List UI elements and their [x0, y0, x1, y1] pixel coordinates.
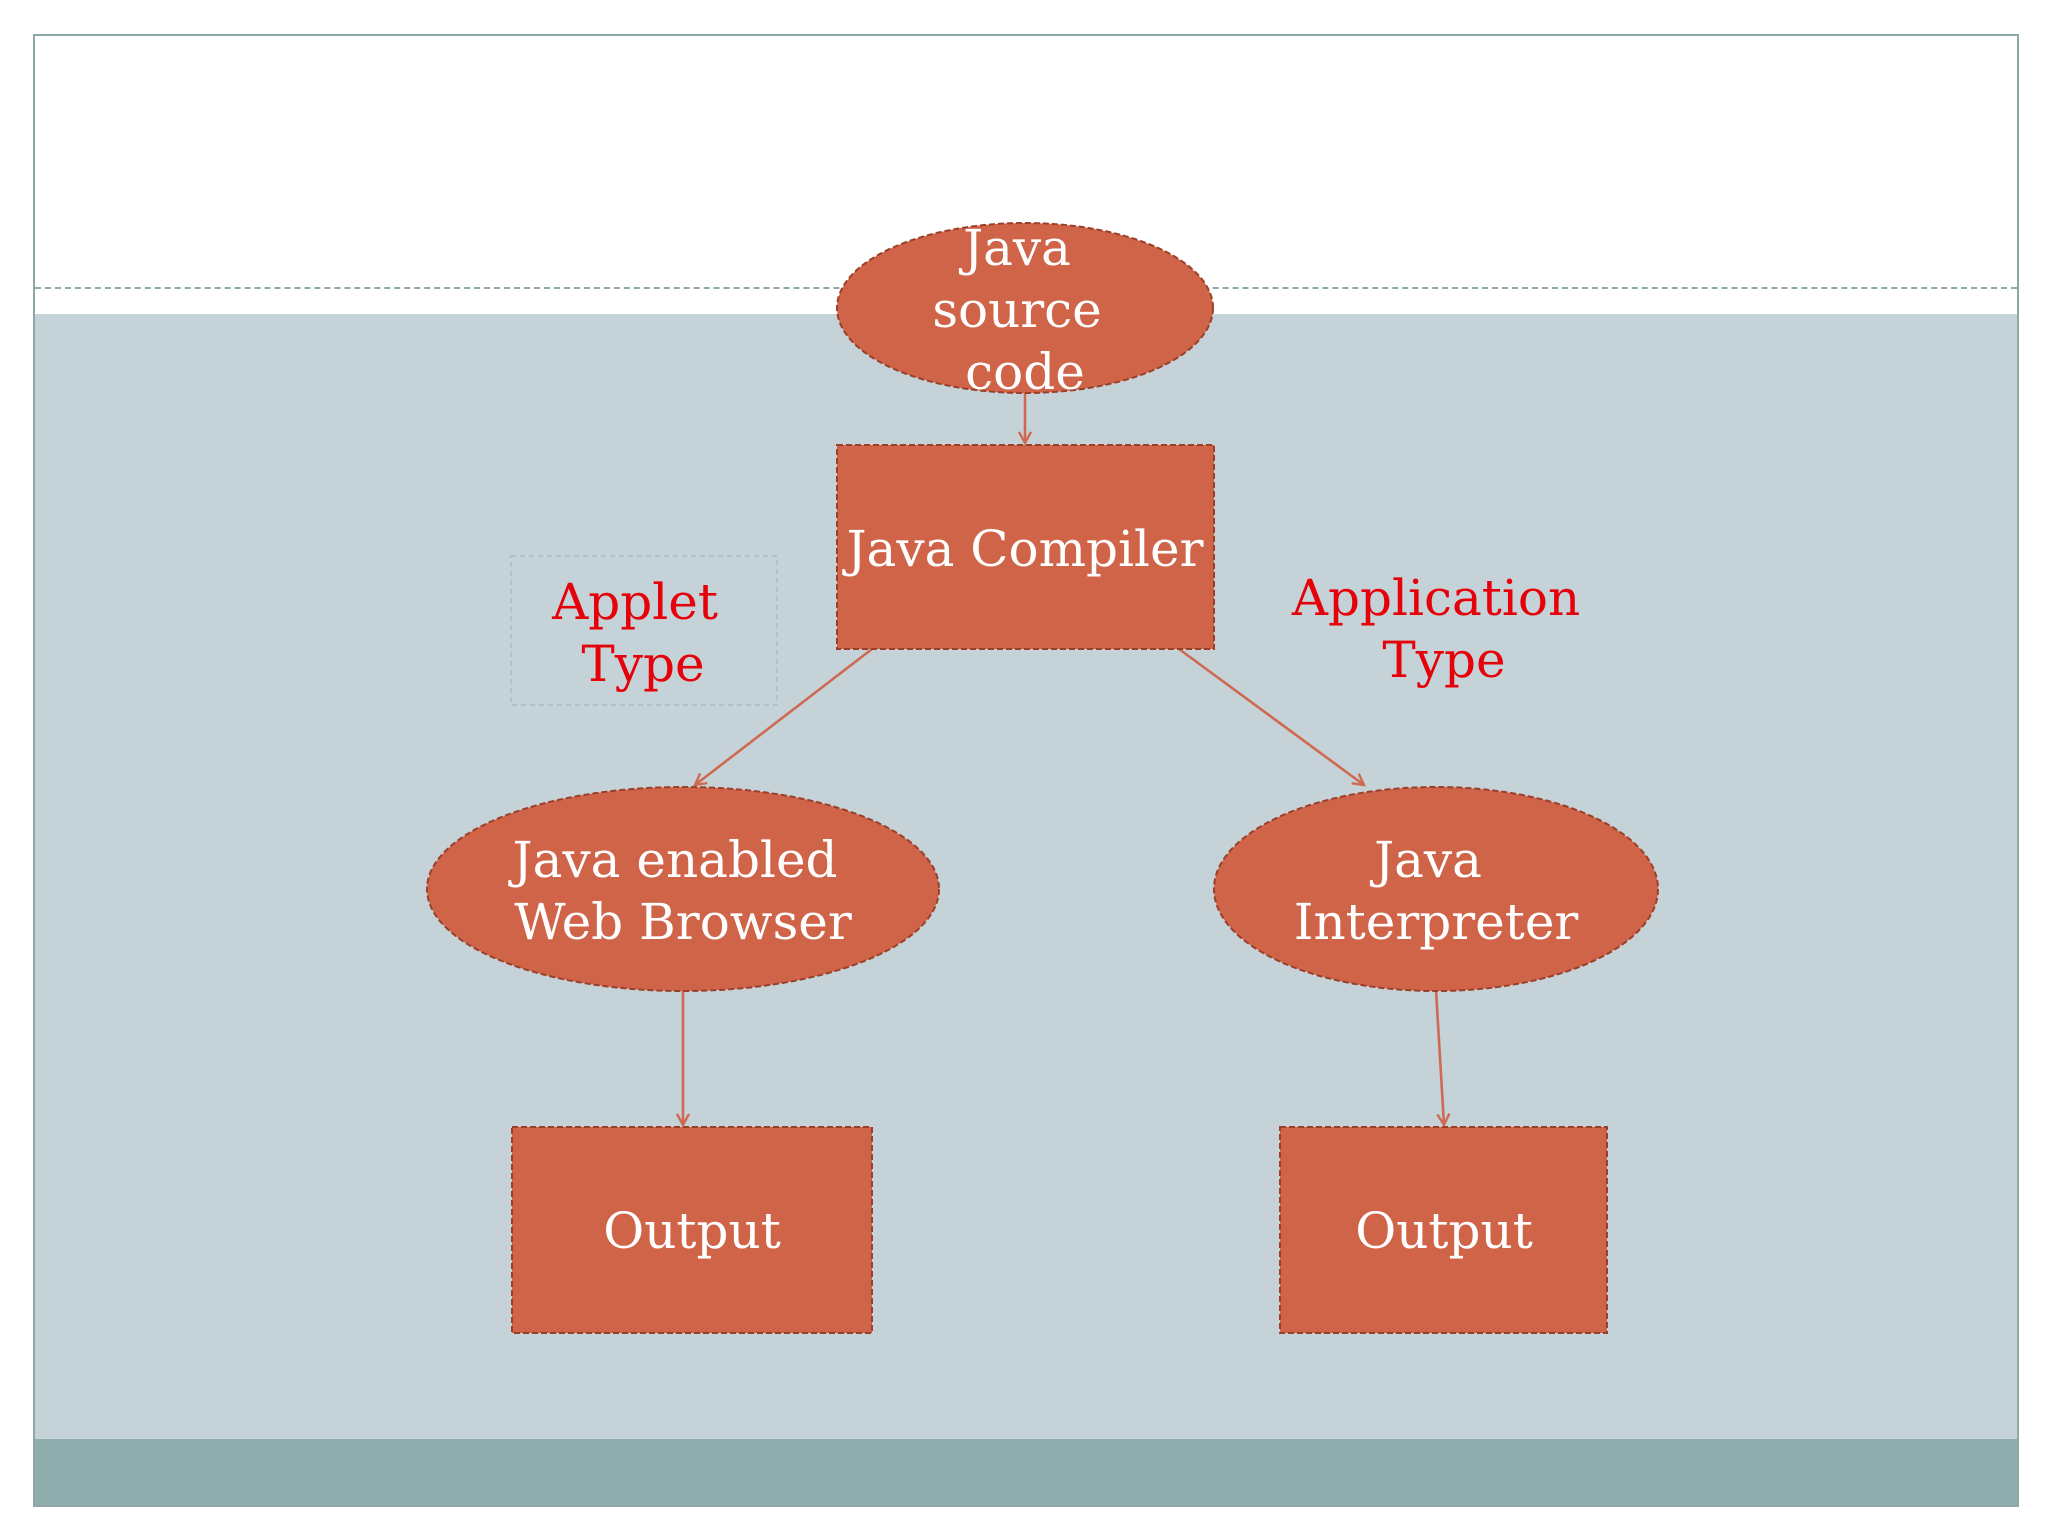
node-java-source-code: Java source code	[836, 219, 1214, 401]
svg-text:Output: Output	[1355, 1202, 1533, 1260]
arrow-compiler-to-interpreter	[1178, 647, 1364, 785]
svg-text:Java Interpreter: Java Interpreter	[1294, 831, 1579, 951]
interpreter-line-2: Interpreter	[1294, 893, 1579, 951]
node-output-application: Output	[1279, 1126, 1608, 1334]
output-right-label: Output	[1355, 1202, 1533, 1260]
svg-text:Java Compiler: Java Compiler	[841, 520, 1203, 578]
browser-line-2: Web Browser	[514, 893, 852, 951]
node-output-applet: Output	[511, 1126, 873, 1334]
output-left-label: Output	[603, 1202, 781, 1260]
source-line-2: source	[932, 281, 1101, 339]
source-line-3: code	[965, 343, 1085, 401]
svg-text:Output: Output	[603, 1202, 781, 1260]
interpreter-line-1: Java	[1369, 831, 1482, 889]
svg-text:Java enabled Web Browser: Java enabled Web Browser	[508, 831, 854, 951]
applet-type-label: Applet Type	[551, 573, 734, 693]
node-java-compiler: Java Compiler	[836, 444, 1215, 650]
application-type-label: Application Type	[1291, 569, 1596, 689]
source-line-1: Java	[958, 219, 1071, 277]
arrow-interpreter-to-output	[1434, 989, 1444, 1125]
arrow-compiler-to-browser	[695, 647, 873, 785]
node-java-enabled-web-browser: Java enabled Web Browser	[426, 786, 940, 992]
svg-text:Java source code: Java source code	[932, 219, 1117, 401]
compiler-label: Java Compiler	[841, 520, 1203, 578]
node-java-interpreter: Java Interpreter	[1213, 786, 1659, 992]
slide-footer-band	[35, 1439, 2017, 1505]
browser-line-1: Java enabled	[508, 831, 838, 889]
